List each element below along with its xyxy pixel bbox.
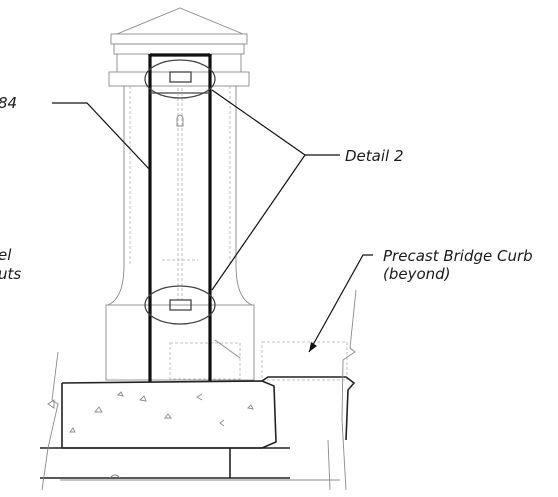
detail-2-bottom-callout bbox=[144, 285, 216, 325]
partial-left-label-2: uts bbox=[0, 265, 21, 283]
detail-2-label: Detail 2 bbox=[345, 147, 404, 165]
precast-curb-label: Precast Bridge Curb bbox=[383, 247, 533, 265]
partial-bar-label: 84 bbox=[0, 94, 17, 112]
partial-left-label-1: el bbox=[0, 246, 12, 264]
detail-2-top-callout bbox=[144, 59, 216, 99]
deck-slab bbox=[40, 289, 357, 491]
post-outline bbox=[105, 7, 348, 381]
leader-lines bbox=[52, 89, 373, 353]
reinforcement-frame bbox=[148, 53, 212, 382]
precast-curb-beyond-label: (beyond) bbox=[383, 265, 451, 283]
